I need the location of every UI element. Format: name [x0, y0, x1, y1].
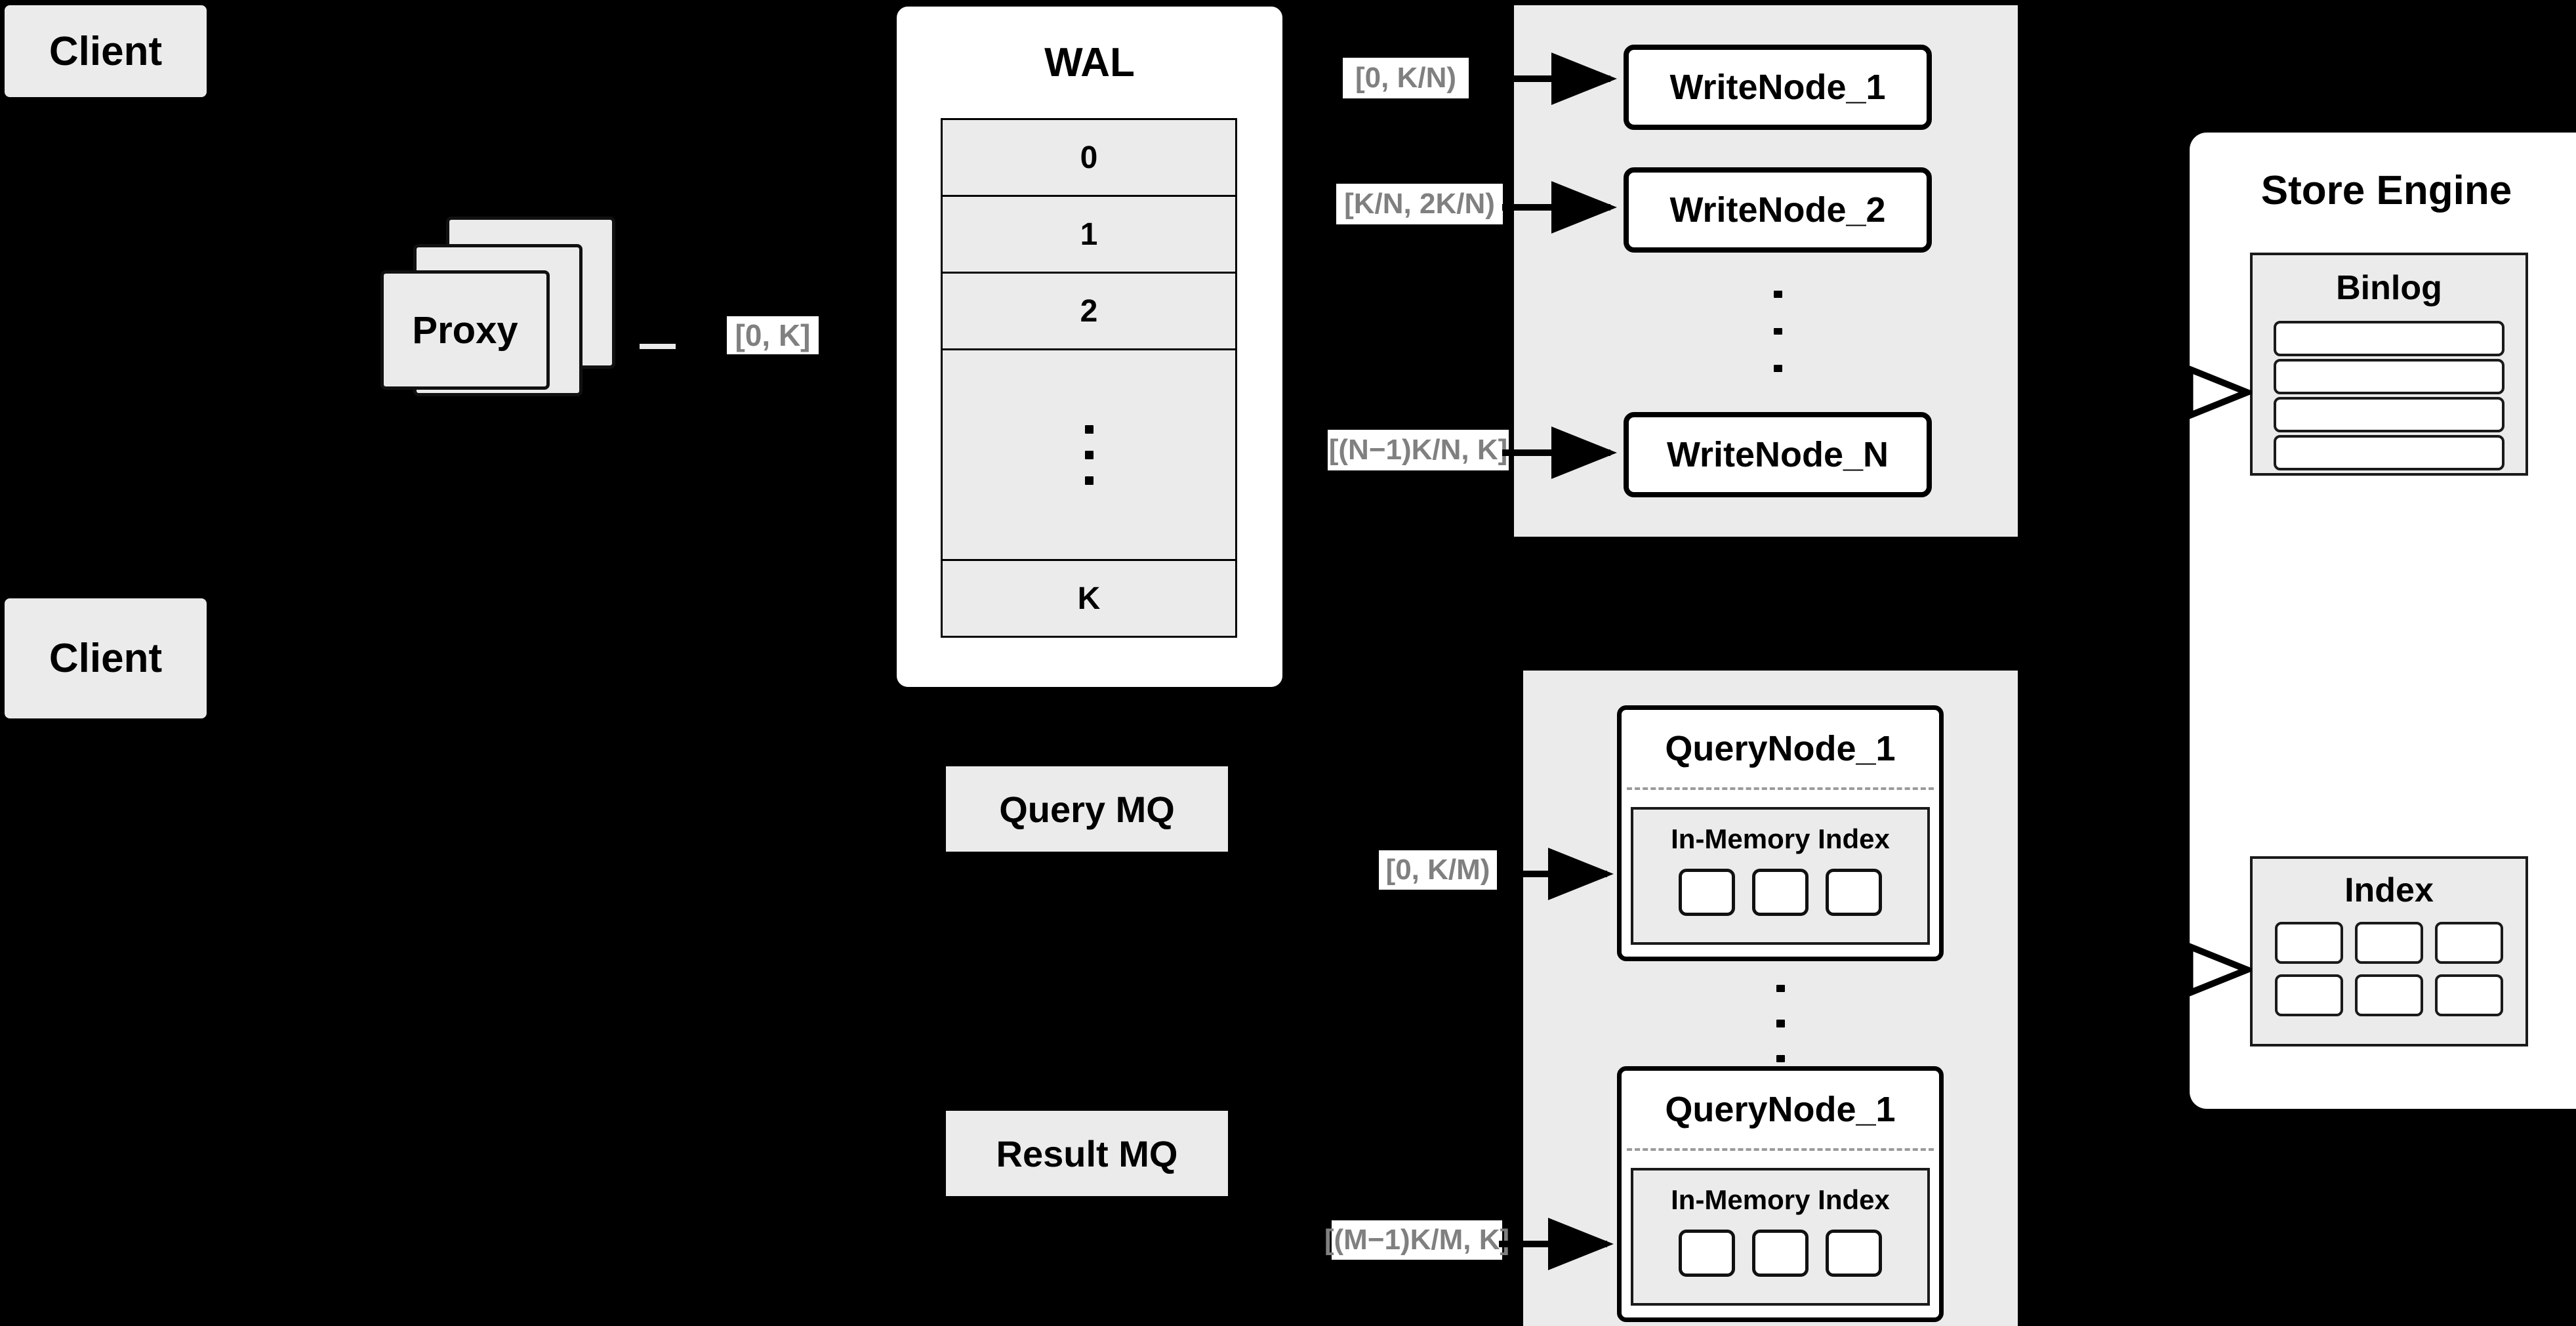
writenode-box-n[interactable]: WriteNode_N [1624, 412, 1932, 497]
binlog-title: Binlog [2336, 269, 2442, 307]
vertical-ellipsis-icon [1084, 417, 1094, 493]
wal-row: K [941, 559, 1237, 638]
range-label-writenode-2: [K/N, 2K/N) [1336, 184, 1503, 224]
wal-row: 2 [941, 272, 1237, 348]
in-memory-index-panel: In-Memory Index [1631, 807, 1930, 945]
querynode-title: QueryNode_1 [1665, 729, 1896, 768]
querynode-divider [1627, 1148, 1934, 1151]
proxy-label: Proxy [412, 308, 518, 352]
wal-row-ellipsis [941, 348, 1237, 559]
proxy-stack[interactable]: Proxy [380, 217, 663, 433]
querynode-box-1[interactable]: QueryNode_1 In-Memory Index [1617, 705, 1944, 961]
wal-row: 0 [941, 118, 1237, 195]
writenode-box-1[interactable]: WriteNode_1 [1624, 45, 1932, 130]
range-label-proxy-to-wal: [0, K] [727, 316, 819, 354]
index-slot [1826, 869, 1882, 916]
index-cell [2355, 922, 2423, 964]
binlog-segment [2274, 397, 2504, 432]
wal-row: 1 [941, 195, 1237, 272]
binlog-panel: Binlog [2250, 253, 2528, 476]
range-label-querynode-1: [0, K/M) [1379, 850, 1497, 890]
store-engine-title: Store Engine [2260, 167, 2512, 213]
range-label-writenode-n: [(N−1)K/N, K] [1328, 430, 1509, 470]
index-cell [2275, 922, 2343, 964]
in-memory-index-title: In-Memory Index [1671, 823, 1890, 854]
writenode-label: WriteNode_N [1666, 435, 1889, 474]
index-slot [1679, 1230, 1735, 1277]
index-slot [1826, 1230, 1882, 1277]
binlog-segment [2274, 359, 2504, 394]
index-cell [2275, 974, 2343, 1016]
client-box-1[interactable]: Client [5, 5, 207, 97]
index-slot [1679, 869, 1735, 916]
client-label: Client [49, 28, 163, 74]
write-cluster-ellipsis-icon [1722, 276, 1833, 387]
binlog-segment [2274, 321, 2504, 356]
index-title: Index [2344, 871, 2434, 909]
index-panel: Index [2250, 856, 2528, 1046]
index-cell [2355, 974, 2423, 1016]
client-box-2[interactable]: Client [5, 598, 207, 718]
index-cell [2435, 974, 2503, 1016]
wal-title: WAL [1044, 39, 1135, 85]
range-label-querynode-m: [(M−1)K/M, K] [1324, 1220, 1509, 1260]
query-mq-label: Query MQ [999, 788, 1175, 830]
binlog-segment [2274, 435, 2504, 470]
client-label: Client [49, 636, 163, 681]
index-slot [1752, 869, 1809, 916]
querynode-divider [1627, 787, 1934, 790]
result-mq-label: Result MQ [996, 1132, 1178, 1174]
query-mq-box[interactable]: Query MQ [946, 766, 1228, 852]
in-memory-index-panel: In-Memory Index [1631, 1168, 1930, 1306]
writenode-label: WriteNode_1 [1669, 68, 1886, 107]
index-cell [2435, 922, 2503, 964]
writenode-box-2[interactable]: WriteNode_2 [1624, 167, 1932, 253]
querynode-box-m[interactable]: QueryNode_1 In-Memory Index [1617, 1066, 1944, 1322]
writenode-label: WriteNode_2 [1669, 190, 1886, 230]
range-label-writenode-1: [0, K/N) [1343, 58, 1469, 98]
result-mq-box[interactable]: Result MQ [946, 1111, 1228, 1196]
index-slot [1752, 1230, 1809, 1277]
in-memory-index-title: In-Memory Index [1671, 1184, 1890, 1215]
query-cluster-ellipsis-icon [1732, 971, 1829, 1076]
proxy-box[interactable]: Proxy [380, 270, 550, 390]
querynode-title: QueryNode_1 [1665, 1090, 1896, 1129]
wal-row-list: 0 1 2 K [941, 118, 1237, 638]
